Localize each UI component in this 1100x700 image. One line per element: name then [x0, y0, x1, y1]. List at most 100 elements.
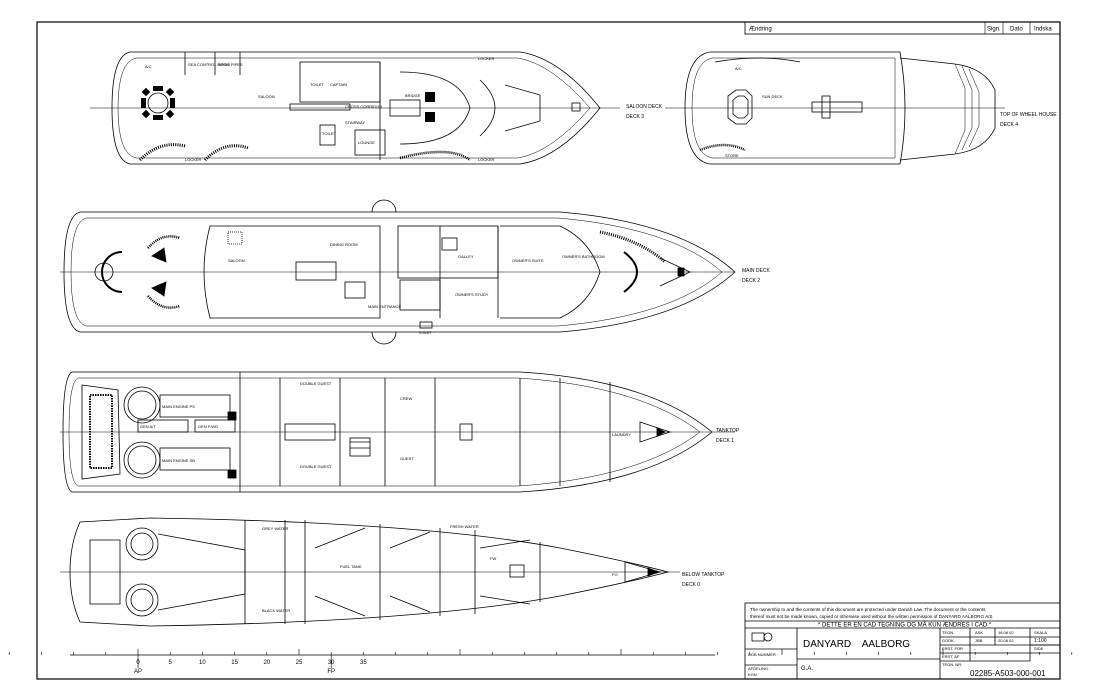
frame-number-label: 30: [328, 660, 335, 666]
round-table: [147, 92, 169, 114]
main-engine-sb: [159, 447, 231, 471]
bridge-console: [399, 71, 471, 145]
svg-text:A/C: A/C: [145, 64, 152, 69]
svg-text:A/C: A/C: [735, 66, 742, 71]
svg-text:20.08.02: 20.08.02: [998, 638, 1014, 643]
revision-header-index: Indska: [1034, 27, 1052, 33]
main-deck-outline: [63, 211, 736, 333]
frame-number-label: 35: [360, 660, 367, 666]
dob-number-label: DOB NUMMER :: [748, 652, 778, 657]
perpendicular-label: FP: [327, 669, 335, 675]
cad-notice: * DETTE ER EN CAD TEGNING OG MÅ KUN ÆNDR…: [818, 622, 992, 629]
svg-text:TOILET: TOILET: [418, 330, 432, 335]
svg-text:LOCKER: LOCKER: [185, 157, 202, 162]
scale-value: 1:100: [1034, 638, 1047, 644]
svg-text:TOILET: TOILET: [310, 82, 324, 87]
svg-text:GODK.: GODK.: [942, 638, 955, 643]
top-deck-hatch: [727, 89, 753, 125]
tanktop-labels: MAIN ENGINE PS MAIN ENGINE SB GEN A/T GE…: [140, 381, 631, 469]
svg-text:GALLEY: GALLEY: [458, 254, 474, 259]
fore-cone: [624, 561, 662, 583]
svg-text:DOUBLE GUEST: DOUBLE GUEST: [300, 464, 332, 469]
perpendicular-label: AP: [134, 669, 142, 675]
frame-number-label: 25: [296, 660, 303, 666]
deck-label-tanktop: TANKTOP: [716, 428, 740, 434]
tanktop-outline: [62, 371, 713, 493]
saloon-deck-labels: A/C SEA CONTROL ROOM SPRIT PIPES SALOON …: [145, 56, 495, 162]
danyard-logo: [751, 632, 773, 642]
svg-text:LOUNGE: LOUNGE: [358, 140, 375, 145]
deck-label-main: MAIN DECK: [742, 268, 770, 274]
svg-text:MAIN ENGINE PS: MAIN ENGINE PS: [162, 404, 195, 409]
deck-number-main: DECK 2: [742, 278, 760, 284]
deck-number-below-tanktop: DECK 0: [682, 582, 700, 588]
frame-number-label: 15: [231, 660, 238, 666]
svg-text:DOUBLE GUEST: DOUBLE GUEST: [300, 381, 332, 386]
svg-text:FUEL TANK: FUEL TANK: [340, 564, 362, 569]
svg-text:ERST. AF: ERST. AF: [942, 654, 960, 659]
title-block-frame: [744, 602, 1061, 680]
drawing-number: 02285-A503-000-001: [970, 669, 1046, 678]
main-deck-plan: [60, 199, 736, 345]
svg-text:SALOON: SALOON: [258, 94, 275, 99]
shaft-tunnel: [81, 384, 121, 480]
below-tanktop-plan: [60, 517, 680, 627]
revision-table: Ændring Sign. Dato Indska: [744, 21, 1061, 35]
deck-label-top: TOP OF WHEEL HOUSE: [1000, 112, 1057, 118]
mast-base: [811, 101, 863, 113]
main-saloon: [203, 225, 381, 319]
svg-text:STORE: STORE: [725, 153, 739, 158]
svg-text:BRIDGE: BRIDGE: [405, 93, 421, 98]
tanktop-plan: [60, 371, 735, 493]
revision-header-sign: Sign.: [987, 27, 1001, 33]
svg-text:SPRIT PIPES: SPRIT PIPES: [218, 62, 243, 67]
saloon-deck-outline: [111, 51, 601, 165]
svg-text:CREW: CREW: [400, 396, 412, 401]
svg-text:ERST. FOR: ERST. FOR: [942, 646, 963, 651]
below-tanktop-labels: GREY WATER BLACK WATER FUEL TANK FRESH W…: [262, 524, 618, 613]
prop-tunnel-ps: [125, 527, 159, 561]
svg-text:-: -: [974, 646, 976, 651]
revision-table-frame: [744, 21, 1061, 35]
deck-label-below-tanktop: BELOW TANKTOP: [682, 572, 725, 578]
radar-arch: [899, 57, 996, 161]
forepeak-cone: [639, 421, 672, 443]
chairs: [141, 86, 175, 120]
frame-number-label: 10: [199, 660, 206, 666]
svg-text:GEN A/T: GEN A/T: [140, 424, 156, 429]
svg-text:OWNER'S SUITE: OWNER'S SUITE: [512, 258, 544, 263]
svg-text:TOILET: TOILET: [322, 131, 336, 136]
svg-text:FW: FW: [490, 556, 496, 561]
spiral-stair-aft-left: [138, 143, 186, 162]
svg-text:OWNER'S STUDY: OWNER'S STUDY: [455, 292, 489, 297]
scale-label: SKALA: [1034, 630, 1047, 635]
svg-text:SEA CONTROL ROOM: SEA CONTROL ROOM: [188, 62, 230, 67]
svg-text:STAIRWAY: STAIRWAY: [345, 120, 365, 125]
deck-number-top: DECK 4: [1000, 122, 1018, 128]
svg-text:TEGN. NR.: TEGN. NR.: [942, 662, 962, 667]
svg-text:FO: FO: [612, 572, 618, 577]
department-value: KON: [748, 672, 757, 677]
main-engine-sb-flywheel: [123, 441, 161, 479]
sheet-side-label: SIDE: [1034, 646, 1044, 651]
deck-number-saloon: DECK 3: [626, 114, 644, 120]
svg-text:GUEST: GUEST: [400, 456, 414, 461]
frame-number-label: 5: [169, 660, 173, 666]
top-deck-plan: [665, 51, 1005, 165]
deck-number-tanktop: DECK 1: [716, 438, 734, 444]
svg-text:BLACK WATER: BLACK WATER: [262, 608, 290, 613]
svg-text:CROSS CORRIDOR: CROSS CORRIDOR: [345, 104, 382, 109]
svg-text:DINING ROOM: DINING ROOM: [330, 242, 358, 247]
drawing-title: G.A.: [801, 666, 813, 672]
ownership-notice-line1: The ownership to and the contents of thi…: [750, 607, 986, 612]
svg-text:18.08.02: 18.08.02: [998, 630, 1014, 635]
svg-text:MAIN ENGINE SB: MAIN ENGINE SB: [162, 458, 195, 463]
svg-text:MAIN ENTRANCE: MAIN ENTRANCE: [368, 304, 401, 309]
prop-tunnel-sb: [125, 583, 159, 617]
aft-sofa: [101, 251, 123, 293]
revision-header-date: Dato: [1010, 27, 1023, 33]
below-tanktop-outline: [69, 517, 670, 627]
